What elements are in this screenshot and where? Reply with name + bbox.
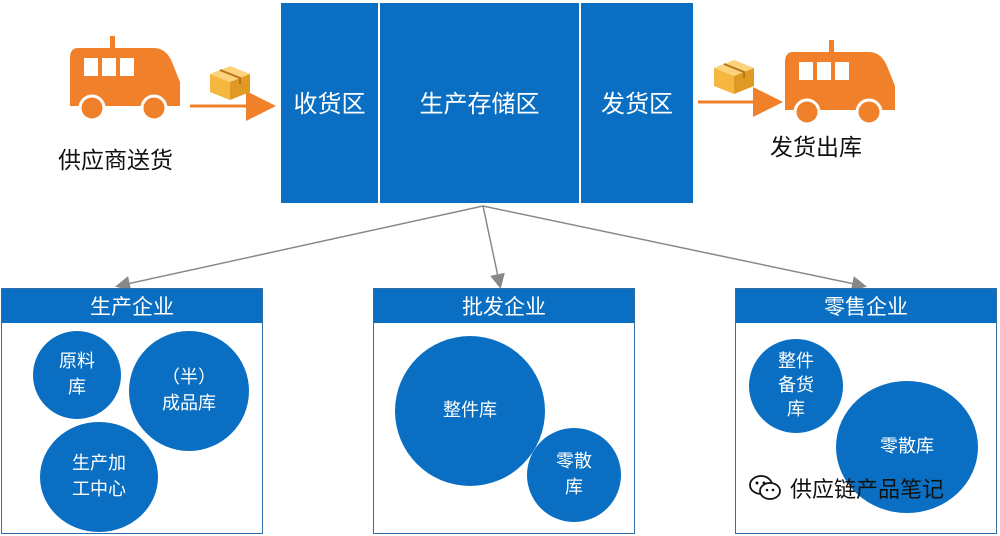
whole-piece-backup-warehouse: 整件 备货 库 [749,339,843,433]
receiving-zone: 收货区 [281,3,378,203]
outbound-package-icon [714,60,754,94]
production-enterprise-title: 生产企业 [2,289,262,323]
outbound-truck-icon [785,40,895,126]
retail-loose-warehouse: 零散库 [836,381,978,513]
shipping-zone: 发货区 [581,3,693,203]
wechat-icon [749,475,781,500]
connector-to-production [115,205,484,291]
processing-center: 生产加 工中心 [40,422,158,532]
connector-to-retail [482,205,867,291]
retail-enterprise-title: 零售企业 [736,289,996,323]
wholesale-enterprise-panel: 批发企业 整件库 零散 库 [373,288,635,534]
production-enterprise-panel: 生产企业 原料 库 （半） 成品库 生产加 工中心 [1,288,263,534]
watermark: 供应链产品笔记 [748,472,944,504]
connector-to-wholesale [482,205,505,289]
supplier-truck-icon [70,36,180,122]
watermark-text: 供应链产品笔记 [790,478,945,503]
loose-warehouse: 零散 库 [527,428,621,522]
whole-piece-warehouse: 整件库 [395,336,545,486]
supplier-caption: 供应商送货 [58,148,173,174]
finished-goods-warehouse: （半） 成品库 [129,331,249,451]
outbound-caption: 发货出库 [770,135,862,161]
inbound-package-icon [210,66,250,100]
raw-material-warehouse: 原料 库 [33,331,121,419]
retail-enterprise-panel: 零售企业 整件 备货 库 零散库 [735,288,997,534]
production-storage-zone: 生产存储区 [380,3,579,203]
wholesale-enterprise-title: 批发企业 [374,289,634,323]
